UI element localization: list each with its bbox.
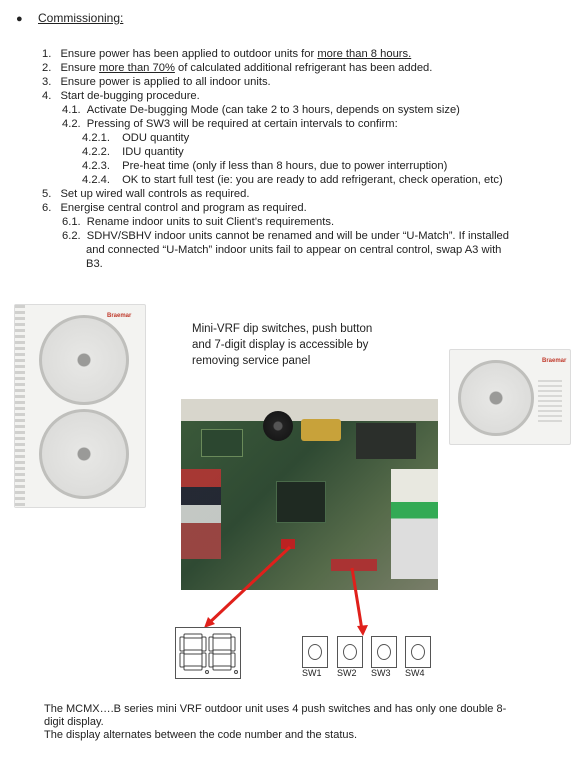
double-digit-display: 88 bbox=[175, 627, 241, 679]
step-6: 6. Energise central control and program … bbox=[42, 202, 307, 215]
switch-sw3 bbox=[371, 636, 397, 668]
step-6-1: 6.1. Rename indoor units to suit Client’… bbox=[62, 216, 334, 229]
step-text: Start de-bugging procedure. bbox=[60, 90, 200, 102]
pcb-inductor bbox=[301, 419, 341, 441]
step-number: 5. bbox=[42, 188, 52, 200]
step-emphasis: more than 8 hours. bbox=[317, 48, 412, 60]
step-text: Rename indoor units to suit Client’s req… bbox=[86, 216, 335, 228]
unit-grille bbox=[538, 380, 562, 424]
step-text: IDU quantity bbox=[122, 146, 184, 158]
step-text: Ensure power is applied to all indoor un… bbox=[60, 76, 271, 88]
step-4-2: 4.2. Pressing of SW3 will be required at… bbox=[62, 118, 398, 131]
switch-label: SW3 bbox=[371, 668, 391, 678]
step-6-2: 6.2. SDHV/SBHV indoor units cannot be re… bbox=[62, 230, 509, 243]
pcb-capacitor bbox=[263, 411, 293, 441]
switch-label: SW4 bbox=[405, 668, 425, 678]
section-heading: Commissioning: bbox=[38, 11, 124, 25]
step-number: 4. bbox=[42, 90, 52, 102]
arrow-head-icon bbox=[204, 617, 215, 628]
fan-icon bbox=[39, 315, 129, 405]
step-text: ODU quantity bbox=[122, 132, 190, 144]
pcb-switches bbox=[331, 559, 377, 571]
pcb-relay bbox=[201, 429, 243, 457]
caption-line: Mini-VRF dip switches, push button bbox=[192, 323, 373, 335]
step-text: Pre-heat time (only if less than 8 hours… bbox=[122, 160, 448, 172]
unit-grille bbox=[15, 305, 25, 507]
step-2: 2. Ensure more than 70% of calculated ad… bbox=[42, 62, 432, 75]
button-icon bbox=[411, 644, 425, 660]
seven-segment-icon bbox=[179, 633, 238, 674]
button-icon bbox=[308, 644, 322, 660]
switch-sw2 bbox=[337, 636, 363, 668]
step-6-2-line-3: B3. bbox=[86, 258, 103, 270]
arrow-head-icon bbox=[357, 625, 368, 636]
step-number: 6.2. bbox=[62, 230, 81, 242]
caption-line: and 7-digit display is accessible by bbox=[192, 339, 369, 351]
step-number: 1. bbox=[42, 48, 52, 60]
step-number: 6.1. bbox=[62, 216, 81, 228]
switch-label: SW2 bbox=[337, 668, 357, 678]
switch-label: SW1 bbox=[302, 668, 322, 678]
step-text: OK to start full test (ie: you are ready… bbox=[122, 174, 503, 186]
switch-sw1 bbox=[302, 636, 328, 668]
step-4-2-1: 4.2.1. ODU quantity bbox=[82, 132, 189, 145]
fan-icon bbox=[458, 360, 534, 436]
step-text: Activate De-bugging Mode (can take 2 to … bbox=[86, 104, 460, 116]
note-line: The display alternates between the code … bbox=[44, 729, 358, 741]
step-number: 4.2. bbox=[62, 118, 81, 130]
step-6-2-line-2: and connected “U-Match” indoor units fai… bbox=[86, 244, 502, 256]
brand-logo: Braemar bbox=[107, 313, 132, 319]
step-1: 1. Ensure power has been applied to outd… bbox=[42, 48, 411, 61]
brand-logo: Braemar bbox=[542, 358, 567, 364]
step-text: SDHV/SBHV indoor units cannot be renamed… bbox=[86, 230, 510, 242]
step-4-1: 4.1. Activate De-bugging Mode (can take … bbox=[62, 104, 460, 117]
arrow-to-switches bbox=[350, 567, 364, 631]
pcb-chip bbox=[276, 481, 326, 523]
step-number: 4.2.3. bbox=[82, 160, 110, 172]
step-text: Ensure bbox=[60, 62, 100, 74]
pcb-photo bbox=[181, 399, 438, 590]
step-emphasis: more than 70% bbox=[99, 62, 175, 74]
outdoor-unit-small-image: Braemar bbox=[449, 349, 571, 445]
step-4: 4. Start de-bugging procedure. bbox=[42, 90, 200, 103]
bullet-icon: ● bbox=[16, 13, 23, 25]
pcb-cables bbox=[391, 469, 438, 579]
image-caption: Mini-VRF dip switches, push button and 7… bbox=[192, 321, 372, 369]
step-4-2-3: 4.2.3. Pre-heat time (only if less than … bbox=[82, 160, 447, 173]
step-text: Ensure power has been applied to outdoor… bbox=[60, 48, 318, 60]
step-number: 2. bbox=[42, 62, 52, 74]
bottom-note: The MCMX….B series mini VRF outdoor unit… bbox=[44, 703, 506, 742]
pcb-wires bbox=[181, 469, 221, 559]
step-number: 3. bbox=[42, 76, 52, 88]
step-4-2-4: 4.2.4. OK to start full test (ie: you ar… bbox=[82, 174, 503, 187]
step-4-2-2: 4.2.2. IDU quantity bbox=[82, 146, 184, 159]
caption-line: removing service panel bbox=[192, 355, 311, 367]
note-line: The MCMX….B series mini VRF outdoor unit… bbox=[44, 703, 507, 715]
pcb-module bbox=[356, 423, 416, 459]
step-5: 5. Set up wired wall controls as require… bbox=[42, 188, 250, 201]
step-text: Set up wired wall controls as required. bbox=[60, 188, 250, 200]
pcb-cover bbox=[181, 399, 438, 421]
step-text: Energise central control and program as … bbox=[60, 202, 307, 214]
step-number: 4.2.4. bbox=[82, 174, 110, 186]
step-number: 6. bbox=[42, 202, 52, 214]
note-line: digit display. bbox=[44, 716, 104, 728]
button-icon bbox=[377, 644, 391, 660]
arrow-to-display bbox=[206, 545, 292, 626]
step-number: 4.2.2. bbox=[82, 146, 110, 158]
step-text-post: of calculated additional refrigerant has… bbox=[174, 62, 433, 74]
fan-icon bbox=[39, 409, 129, 499]
step-number: 4.1. bbox=[62, 104, 81, 116]
step-number: 4.2.1. bbox=[82, 132, 110, 144]
pcb-digit-display bbox=[281, 539, 295, 549]
step-3: 3. Ensure power is applied to all indoor… bbox=[42, 76, 271, 89]
step-text: Pressing of SW3 will be required at cert… bbox=[86, 118, 398, 130]
button-icon bbox=[343, 644, 357, 660]
outdoor-unit-large-image: Braemar bbox=[14, 304, 146, 508]
switch-sw4 bbox=[405, 636, 431, 668]
